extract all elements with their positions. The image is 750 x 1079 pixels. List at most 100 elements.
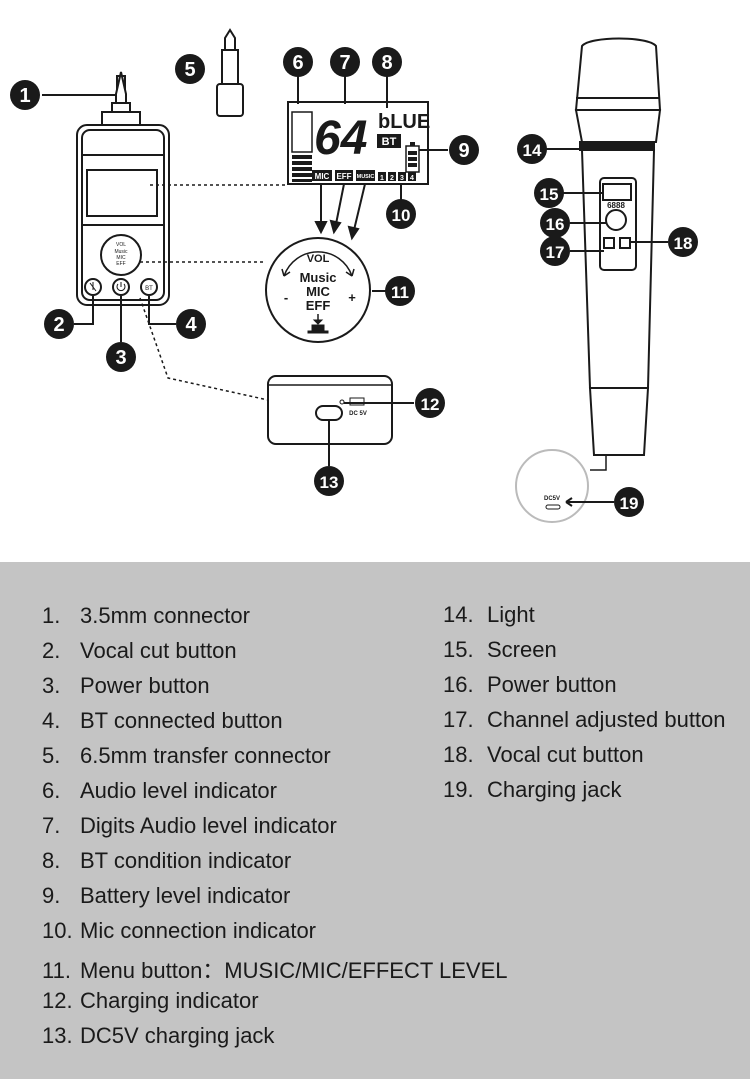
knob-vol-small: VOL <box>116 242 126 248</box>
knob-minus: - <box>284 290 288 305</box>
legend-number: 10. <box>42 918 73 943</box>
legend-text: Battery level indicator <box>80 883 291 908</box>
legend-item: 6.Audio level indicator <box>42 778 277 804</box>
microphone-labels: 6888 DC5V <box>544 201 625 502</box>
callout-number: 18 <box>674 234 693 253</box>
knob-mic-small: MIC <box>116 255 126 261</box>
callout-11: 11 <box>385 276 415 306</box>
callout-number: 13 <box>320 473 339 492</box>
callout-number: 2 <box>53 314 64 336</box>
lcd-blue-text: bLUE <box>378 111 430 133</box>
legend-number: 12. <box>42 988 73 1013</box>
legend-item: 18. Vocal cut button <box>443 742 644 768</box>
legend-item: 19.Charging jack <box>443 777 622 803</box>
legend-item: 7.Digits Audio level indicator <box>42 813 337 839</box>
press-icon <box>307 314 329 334</box>
callout-number: 8 <box>381 52 392 74</box>
legend-item: 12.Charging indicator <box>42 988 259 1014</box>
receiver-button-icons <box>89 282 126 292</box>
legend-number: 14. <box>443 602 474 627</box>
channel-box <box>398 172 406 181</box>
callout-circle <box>176 309 206 339</box>
legend-number: 19. <box>443 777 474 802</box>
callout-9: 9 <box>449 135 479 165</box>
legend-text: Menu button：MUSIC/MIC/EFFECT LEVEL <box>80 958 508 983</box>
legend-text: Channel adjusted button <box>487 707 726 732</box>
callout-number: 7 <box>339 52 350 74</box>
legend-item: 5. 6.5mm transfer connector <box>42 743 331 769</box>
callout-circle <box>540 208 570 238</box>
bt-button-label: BT <box>145 286 153 292</box>
receiver-labels: VOL Music MIC EFF BT <box>114 242 153 292</box>
callout-2: 2 <box>44 309 74 339</box>
callout-circle <box>385 276 415 306</box>
knob-eff-small: EFF <box>116 261 125 267</box>
callout-7: 7 <box>330 47 360 77</box>
callout-number: 1 <box>19 85 30 107</box>
callout-15: 15 <box>534 178 564 208</box>
channel-number: 1 <box>380 175 384 182</box>
callout-circle <box>314 466 344 496</box>
legend-number: 9. <box>42 883 61 908</box>
callout-circle <box>106 342 136 372</box>
legend-item: 16.Power button <box>443 672 617 698</box>
callout-circle <box>614 487 644 517</box>
legend-text: Light <box>487 602 535 627</box>
callout-circle <box>283 47 313 77</box>
callout-circle <box>517 134 547 164</box>
callout-10: 10 <box>386 199 416 229</box>
callout-number: 19 <box>620 494 639 513</box>
channel-box <box>378 172 386 181</box>
callout-3: 3 <box>106 342 136 372</box>
callout-13: 13 <box>314 466 344 496</box>
callout-circle <box>10 80 40 110</box>
callout-circle <box>44 309 74 339</box>
legend-number: 5. <box>42 743 61 768</box>
power-icon <box>116 282 126 292</box>
callout-circle <box>175 54 205 84</box>
legend-item: 4.BT connected button <box>42 708 283 734</box>
legend-number: 4. <box>42 708 61 733</box>
leader-lines <box>42 76 668 507</box>
callout-circle <box>372 47 402 77</box>
legend-text: Vocal cut button <box>487 742 644 767</box>
callout-number: 15 <box>540 185 559 204</box>
legend-item: 15.Screen <box>443 637 557 663</box>
legend-number: 1. <box>42 603 61 628</box>
channel-number: 2 <box>390 175 394 182</box>
callout-1: 1 <box>10 80 40 110</box>
vocal-cut-icon <box>89 282 97 292</box>
knob-music-small: Music <box>114 249 128 255</box>
legend-item: 9. Battery level indicator <box>42 883 290 909</box>
legend-number: 18. <box>443 742 474 767</box>
callout-circle <box>534 178 564 208</box>
lcd-tag-mic: MIC <box>315 172 330 181</box>
callout-number: 9 <box>458 140 469 162</box>
callout-17: 17 <box>540 236 570 266</box>
legend-text: Power button <box>80 673 210 698</box>
legend-text: Vocal cut button <box>80 638 237 663</box>
knob-plus: + <box>348 290 356 305</box>
legend-text: Mic connection indicator <box>80 918 317 943</box>
callout-number: 4 <box>185 314 197 336</box>
callout-circle <box>540 236 570 266</box>
legend-number: 11. <box>42 958 71 983</box>
callout-number: 14 <box>523 141 542 160</box>
legend-item: 10. Mic connection indicator <box>42 918 316 944</box>
receiver-device <box>76 71 170 306</box>
legend-text: 6.5mm transfer connector <box>80 743 331 768</box>
knob-vol-label: VOL <box>307 253 330 265</box>
lcd-bt-indicator: BT <box>382 136 397 148</box>
legend-number: 7. <box>42 813 61 838</box>
legend-item: 8.BT condition indicator <box>42 848 291 874</box>
callout-16: 16 <box>540 208 570 238</box>
knob-eff-label: EFF <box>306 298 331 313</box>
legend-text: DC5V charging jack <box>80 1023 275 1048</box>
microphone <box>515 37 662 523</box>
mic-screen-digits: 6888 <box>607 201 625 210</box>
legend-item: 13.DC5V charging jack <box>42 1023 274 1049</box>
